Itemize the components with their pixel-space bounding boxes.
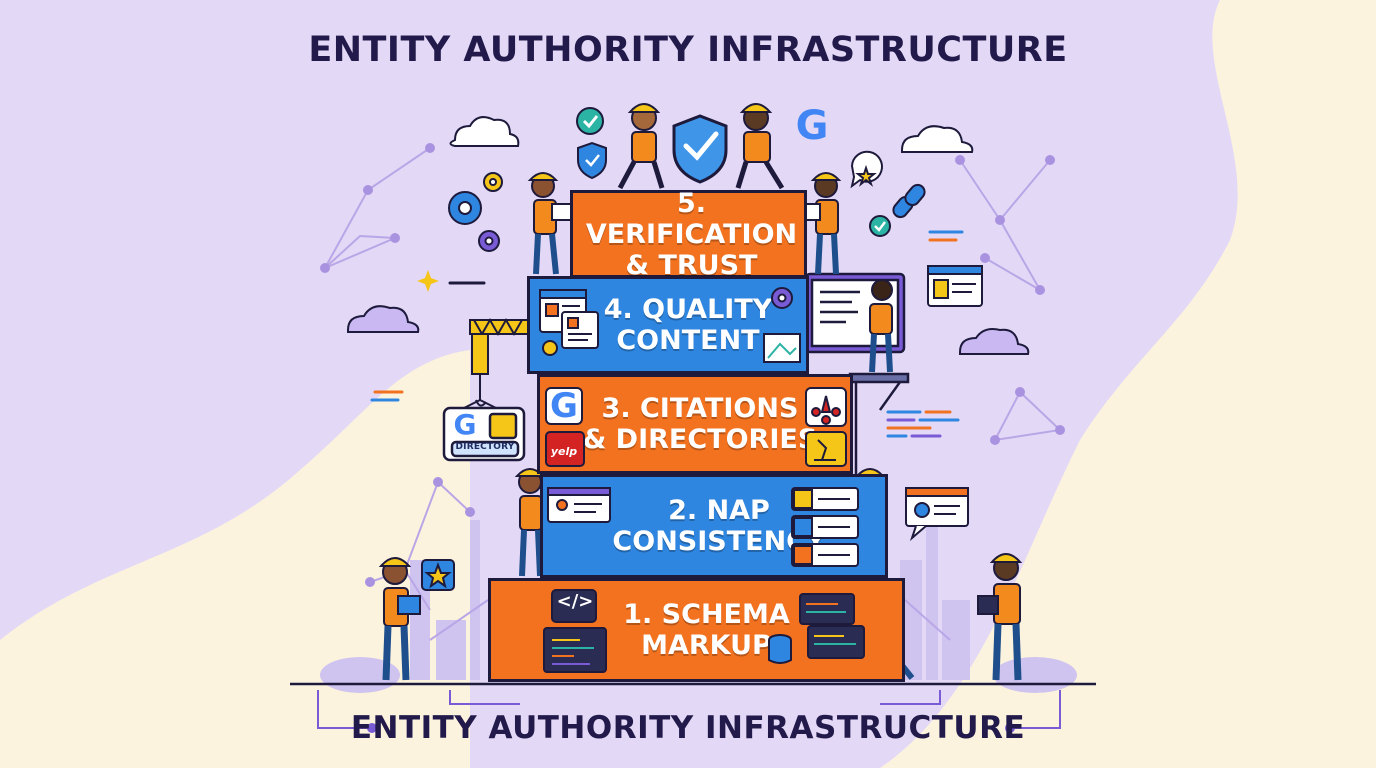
google-icon: G [795,103,829,149]
checkmark-icon [869,215,891,237]
tier-1-label: 1. SCHEMA MARKUP [623,599,790,661]
sparkle-icon [417,270,439,292]
yelp-logo-text: yelp [550,445,578,458]
star-bubble-icon [850,150,883,189]
browser-window-icon [927,265,983,307]
tier-3-label: 3. CITATIONS & DIRECTORIES [582,393,818,455]
code-brackets-icon: </> [556,591,594,612]
chat-profile-icon [905,487,969,542]
network-nodes [320,143,1065,587]
cloud-icon [449,116,520,147]
shield-check-icon [577,141,607,180]
cloud-icon [901,125,974,153]
google-icon: G [550,386,578,426]
cloud-icon [959,328,1030,355]
decor-lines [370,230,964,438]
gear-icon [448,172,503,252]
tier-5-verification-trust: 5. VERIFICATION & TRUST [570,187,807,281]
tier-2-nap-consistency: 2. NAP CONSISTENCY [540,474,888,578]
tier-3-citations-directories: 3. CITATIONS & DIRECTORIES [537,374,853,474]
tier-2-label: 2. NAP CONSISTENCY [612,495,826,557]
circuit-lines [317,690,1061,733]
tier-5-label: 5. VERIFICATION & TRUST [585,187,798,281]
tier-4-label: 4. QUALITY CONTENT [603,294,773,356]
cream-blob-right [880,0,1376,768]
shield-check-icon [672,114,728,184]
chain-link-icon [892,183,926,219]
google-icon: G [453,408,477,441]
checkmark-icon [576,107,604,135]
cloud-icon [347,305,420,333]
tier-4-quality-content: 4. QUALITY CONTENT [527,276,809,374]
directory-sign-icon [442,406,526,462]
scaffold [848,372,910,474]
crane-icon [459,317,531,411]
page-title: ENTITY AUTHORITY INFRASTRUCTURE [308,30,1068,70]
star-badge-icon [421,559,455,591]
directory-sign-label: DIRECTORY [455,442,515,452]
footer-title: ENTITY AUTHORITY INFRASTRUCTURE [350,710,1026,746]
